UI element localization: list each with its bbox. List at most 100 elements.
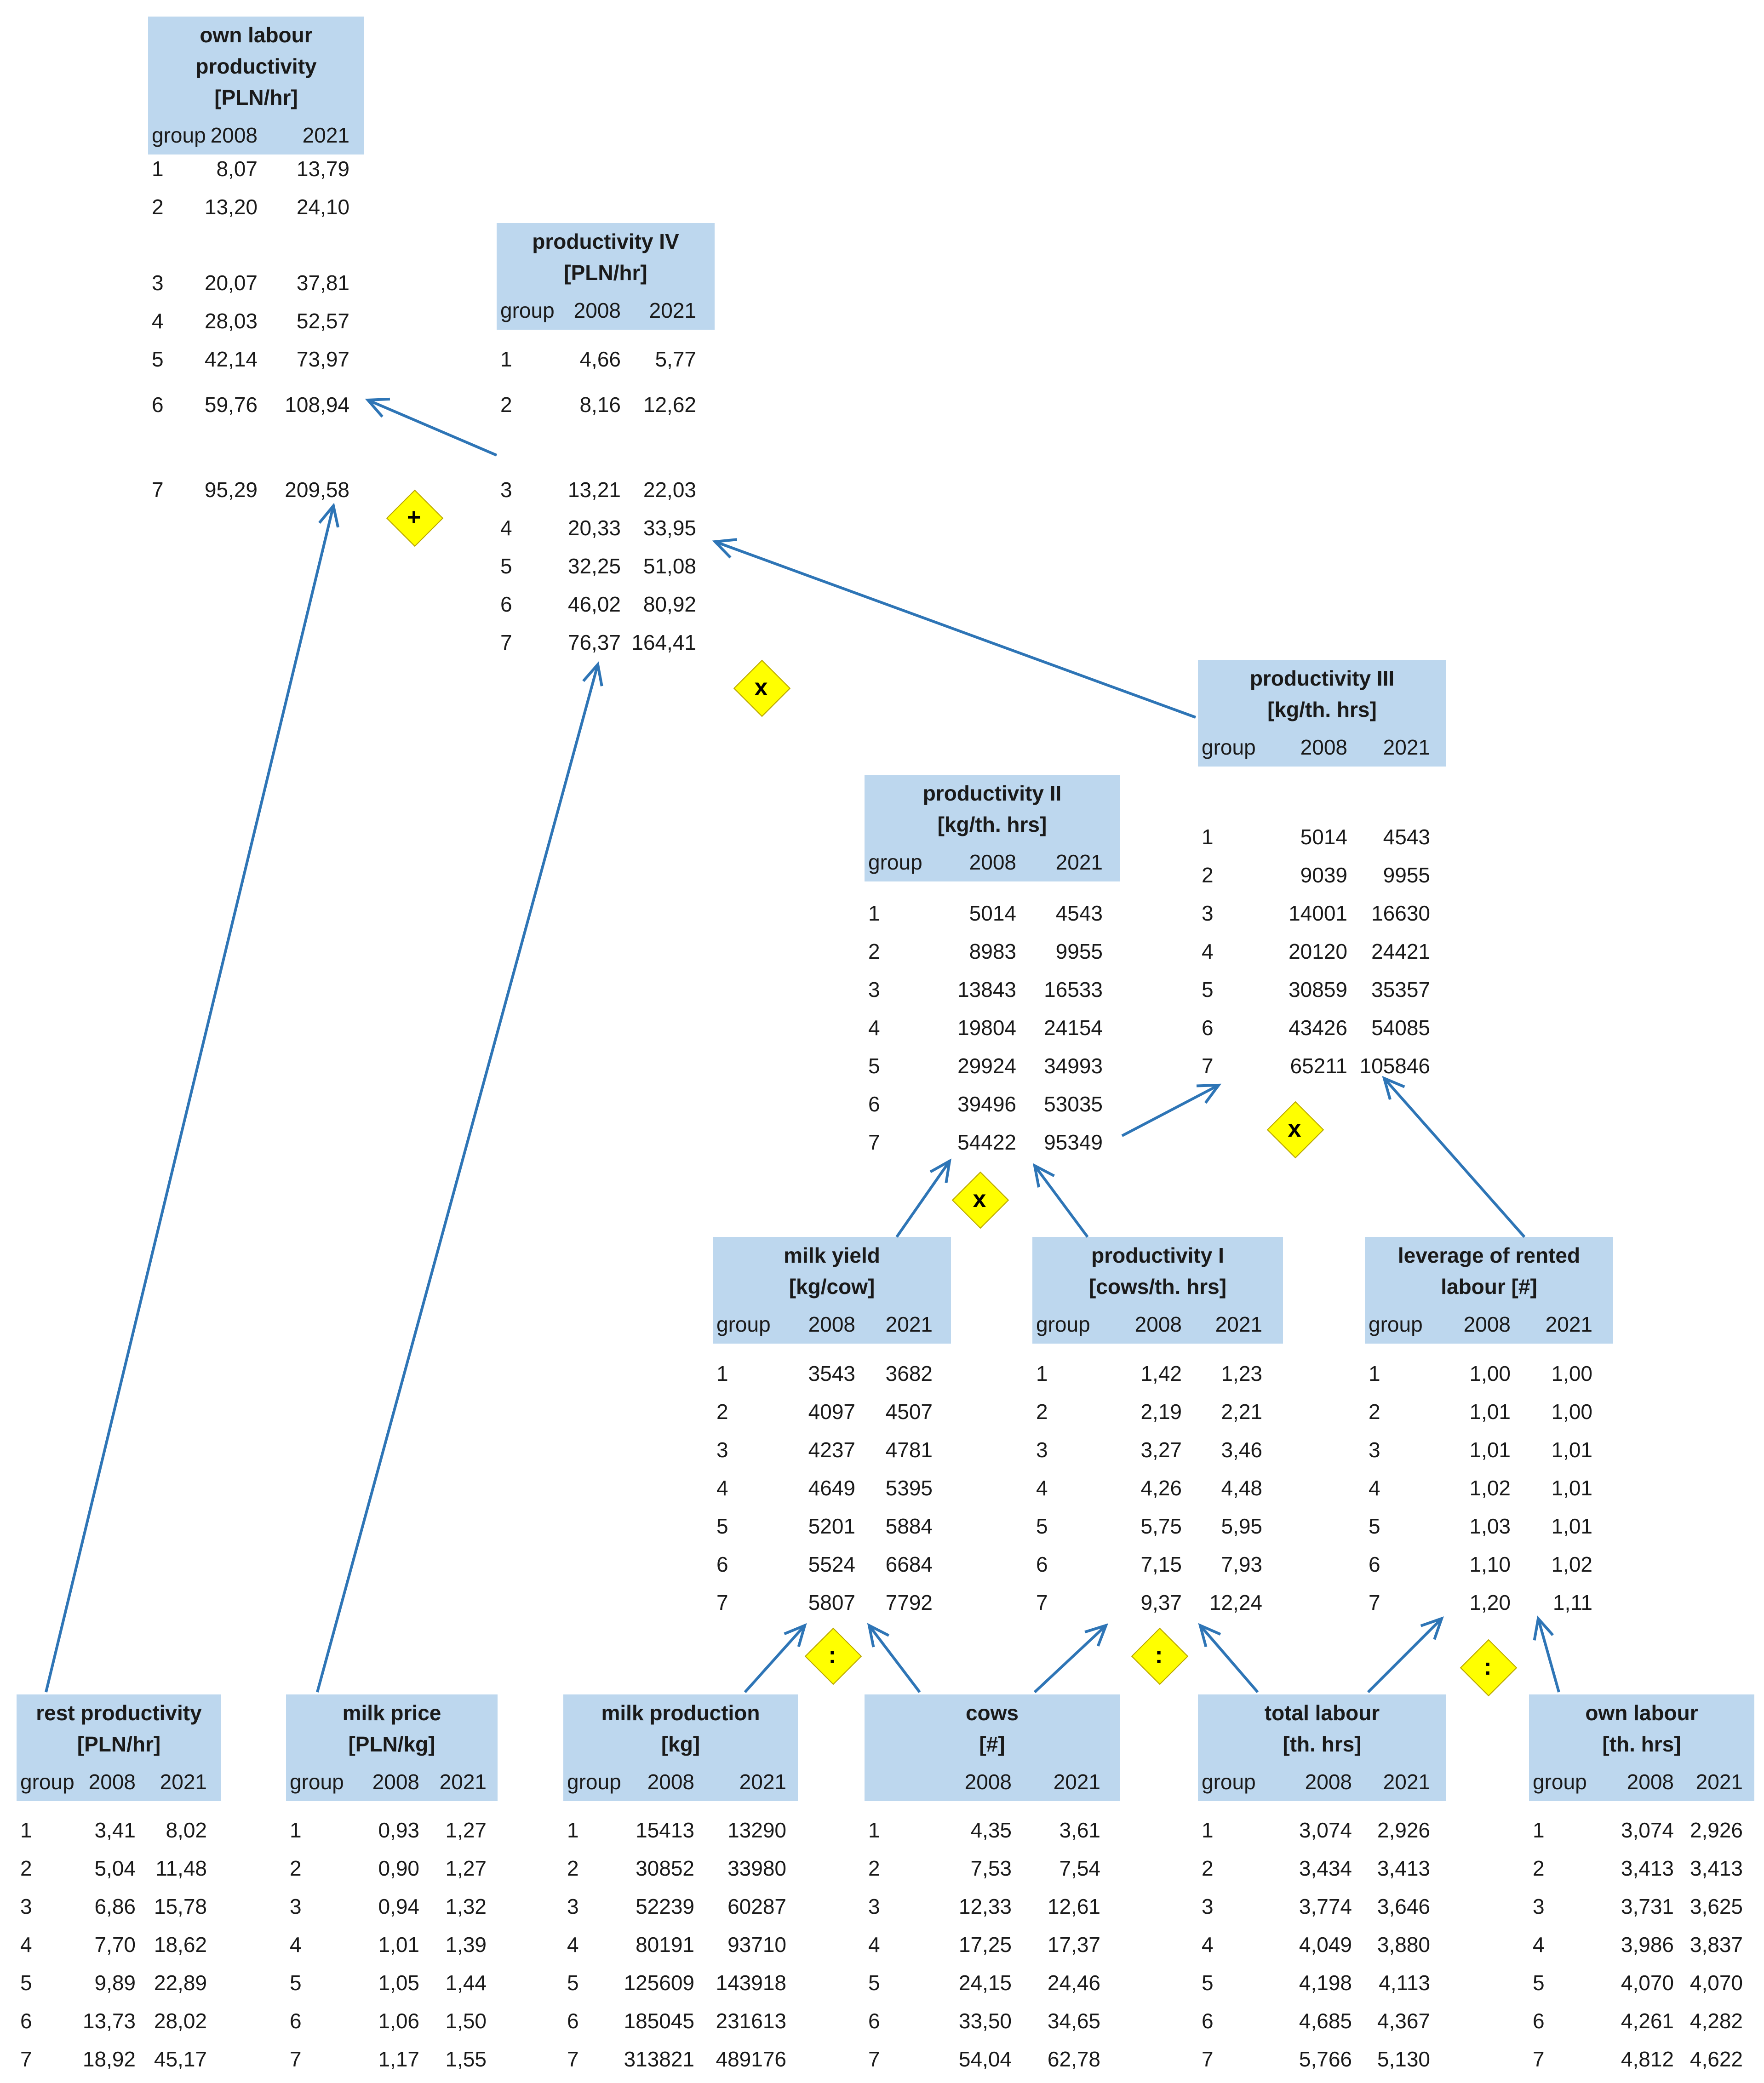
value-2008: 13843 [957,978,1016,1001]
group-number: 6 [500,592,512,616]
value-2008: 33,50 [958,2009,1012,2033]
value-2021: 1,27 [445,1856,487,1880]
value-2021: 52,57 [296,309,349,333]
rest-productivity-title: rest productivity[PLN/hr] [17,1694,221,1763]
value-2008: 32,25 [567,554,621,578]
value-2008: 9,37 [1140,1591,1182,1614]
group-number: 3 [716,1438,728,1462]
year-2021-label: 2021 [439,1770,487,1794]
value-2008: 13,73 [82,2009,136,2033]
year-2008-label: 2008 [1305,1770,1352,1794]
value-2021: 5,77 [655,347,696,371]
total-labour-title: total labour[th. hrs] [1198,1694,1446,1763]
group-number: 3 [500,478,512,502]
value-2021: 3682 [885,1362,933,1385]
group-number: 1 [1036,1362,1048,1385]
value-2008: 5524 [808,1552,855,1576]
value-2008: 80191 [636,1933,694,1957]
value-2008: 5014 [969,901,1016,925]
group-number: 1 [290,1818,302,1842]
title-line: [PLN/kg] [348,1732,435,1756]
value-2008: 3,413 [1621,1856,1674,1880]
group-number: 3 [1533,1894,1545,1918]
group-number: 1 [868,1818,880,1842]
group-number: 6 [868,2009,880,2033]
value-2008: 4,261 [1621,2009,1674,2033]
group-number: 3 [152,271,164,295]
value-2021: 4543 [1055,901,1103,925]
value-2021: 5,130 [1377,2047,1430,2071]
year-2008-label: 2008 [573,298,621,322]
value-2008: 4237 [808,1438,855,1462]
value-2008: 3,434 [1299,1856,1352,1880]
title-line: total labour [1264,1701,1380,1725]
value-2008: 4,812 [1621,2047,1674,2071]
value-2021: 24154 [1044,1016,1103,1040]
title-line: [kg] [661,1732,700,1756]
group-number: 1 [152,157,164,181]
value-2008: 9,89 [94,1971,136,1995]
value-2008: 3,986 [1621,1933,1674,1957]
title-line: [PLN/hr] [214,86,298,109]
title-line: [#] [979,1732,1005,1756]
value-2008: 39496 [957,1092,1016,1116]
value-2021: 73,97 [296,347,349,371]
group-number: 6 [716,1552,728,1576]
title-line: milk price [342,1701,441,1725]
value-2021: 11,48 [155,1856,207,1880]
group-number: 5 [1369,1514,1380,1538]
value-2021: 3,413 [1377,1856,1430,1880]
value-2008: 13,21 [567,478,621,502]
group-number: 7 [1202,1054,1214,1078]
group-column-label: group [500,298,555,322]
value-2008: 20,33 [567,516,621,540]
group-number: 3 [1202,1894,1214,1918]
value-2021: 54085 [1371,1016,1430,1040]
value-2008: 14001 [1289,901,1347,925]
group-number: 3 [1036,1438,1048,1462]
value-2008: 4649 [808,1476,855,1500]
value-2021: 3,625 [1690,1894,1743,1918]
group-number: 2 [567,1856,579,1880]
group-number: 5 [1036,1514,1048,1538]
value-2021: 3,646 [1377,1894,1430,1918]
group-number: 5 [1533,1971,1545,1995]
value-2008: 5807 [808,1591,855,1614]
group-column-label: group [290,1770,344,1794]
value-2008: 1,01 [1469,1438,1511,1462]
group-column-label: group [1202,735,1256,759]
column-header-row [865,1763,1120,1801]
value-2008: 20120 [1289,939,1347,963]
value-2021: 4781 [885,1438,933,1462]
year-2008-label: 2008 [964,1770,1012,1794]
value-2008: 24,15 [958,1971,1012,1995]
arrow-cows-to-prodi [1033,1623,1109,1694]
op-times-iv-symbol: x [754,674,768,701]
group-number: 1 [1202,825,1214,849]
value-2021: 105846 [1359,1054,1431,1078]
value-2021: 13290 [727,1818,786,1842]
group-number: 2 [716,1400,728,1424]
value-2008: 5201 [808,1514,855,1538]
group-number: 1 [1533,1818,1545,1842]
column-header-row [286,1763,498,1801]
value-2008: 46,02 [567,592,621,616]
group-number: 5 [868,1054,880,1078]
group-number: 4 [1533,1933,1545,1957]
year-2021-label: 2021 [160,1770,207,1794]
group-number: 4 [152,309,164,333]
value-2008: 4097 [808,1400,855,1424]
year-2008-label: 2008 [210,123,258,147]
value-2021: 45,17 [154,2047,207,2071]
year-2008-label: 2008 [647,1770,694,1794]
group-column-label: group [152,123,206,147]
value-2021: 1,01 [1551,1514,1592,1538]
group-number: 2 [500,393,512,417]
column-header-row [1529,1763,1754,1801]
group-column-label: group [1533,1770,1587,1794]
value-2021: 9955 [1383,863,1430,887]
value-2021: 5395 [885,1476,933,1500]
value-2021: 1,55 [445,2047,487,2071]
value-2021: 1,44 [445,1971,487,1995]
value-2021: 24421 [1371,939,1430,963]
